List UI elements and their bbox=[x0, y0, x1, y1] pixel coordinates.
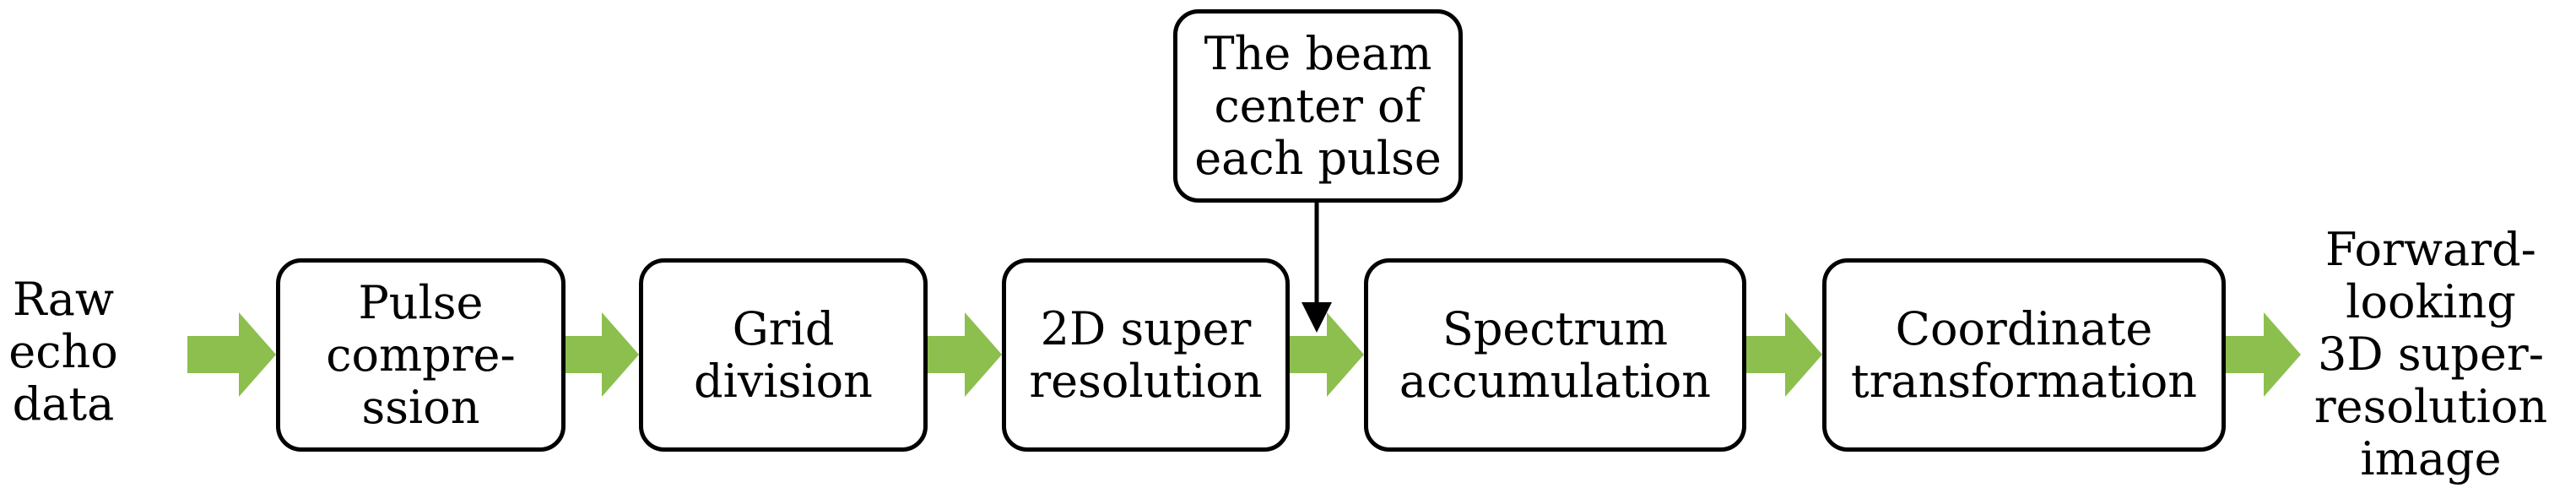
step-grid-division-label: Grid division bbox=[694, 301, 873, 408]
flow-arrow-3 bbox=[928, 312, 1002, 397]
flow-arrow-6 bbox=[2226, 312, 2301, 397]
step-coordinate-transformation-label: Coordinate transformation bbox=[1850, 301, 2198, 408]
step-2d-super-resolution-label: 2D super resolution bbox=[1029, 301, 1263, 408]
beam-center-label: The beam center of each pulse bbox=[1194, 26, 1442, 185]
step-2d-super-resolution: 2D super resolution bbox=[1002, 258, 1290, 452]
step-coordinate-transformation: Coordinate transformation bbox=[1822, 258, 2226, 452]
beam-arrow bbox=[1302, 203, 1332, 333]
flow-arrows bbox=[187, 312, 2301, 397]
flow-arrow-4 bbox=[1290, 312, 1364, 397]
beam-center-box: The beam center of each pulse bbox=[1173, 9, 1463, 203]
output-label: Forward- looking 3D super- resolution im… bbox=[2314, 223, 2548, 485]
flow-arrow-1 bbox=[187, 312, 276, 397]
step-spectrum-accumulation: Spectrum accumulation bbox=[1364, 258, 1746, 452]
step-spectrum-accumulation-label: Spectrum accumulation bbox=[1399, 301, 1712, 408]
flow-arrow-2 bbox=[566, 312, 639, 397]
step-pulse-compression: Pulse compre- ssion bbox=[276, 258, 566, 452]
input-label: Raw echo data bbox=[8, 273, 118, 431]
step-grid-division: Grid division bbox=[639, 258, 928, 452]
step-pulse-compression-label: Pulse compre- ssion bbox=[326, 275, 516, 434]
flow-arrow-5 bbox=[1746, 312, 1822, 397]
